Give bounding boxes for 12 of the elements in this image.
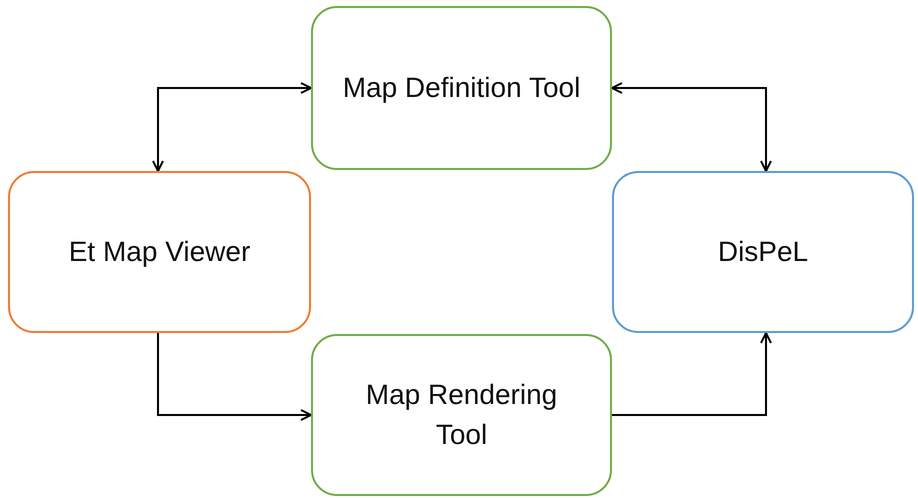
connector-arrow xyxy=(157,333,312,421)
box-label: Map Rendering Tool xyxy=(364,378,558,452)
rounded-box xyxy=(311,334,612,496)
rounded-box xyxy=(612,171,914,333)
rounded-box xyxy=(311,6,612,170)
box-label: Et Map Viewer xyxy=(68,235,250,269)
rounded-box xyxy=(8,171,311,333)
box-label: Map Definition Tool xyxy=(342,71,580,105)
connector-arrow xyxy=(152,82,312,172)
connector-arrow xyxy=(612,332,772,416)
connector-arrow xyxy=(611,82,772,172)
box-label: DisPeL xyxy=(718,235,808,269)
